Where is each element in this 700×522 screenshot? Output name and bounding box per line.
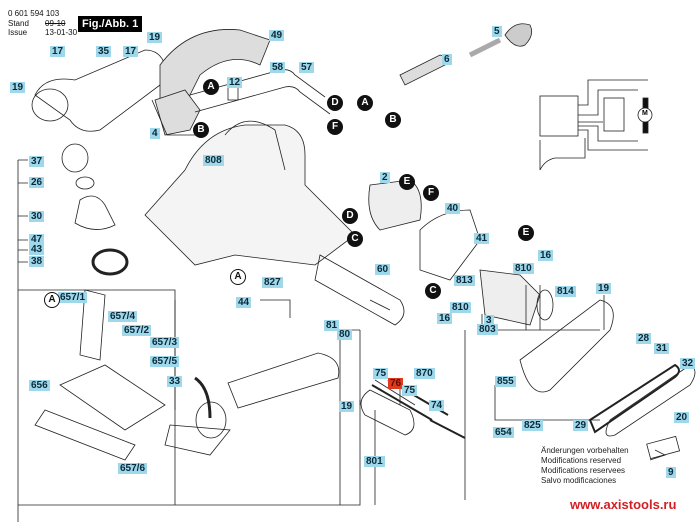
- part-label-37[interactable]: 37: [29, 156, 45, 167]
- figure-title: Fig./Abb. 1: [78, 16, 143, 32]
- part-label-33[interactable]: 33: [167, 376, 183, 387]
- part-label-35[interactable]: 35: [96, 46, 112, 57]
- part-label-28[interactable]: 28: [636, 333, 652, 344]
- motor-symbol: M: [642, 110, 648, 117]
- part-label-16[interactable]: 16: [538, 250, 554, 261]
- part-label-808[interactable]: 808: [203, 155, 224, 166]
- ref-marker-a: A: [203, 79, 219, 95]
- part-label-810[interactable]: 810: [450, 302, 471, 313]
- ref-marker-c: C: [347, 231, 363, 247]
- part-label-47[interactable]: 47: [29, 234, 45, 245]
- part-label-2[interactable]: 2: [380, 172, 390, 183]
- part-label-40[interactable]: 40: [445, 203, 461, 214]
- part-label-49[interactable]: 49: [269, 30, 285, 41]
- ref-marker-b: B: [385, 112, 401, 128]
- part-label-657-6[interactable]: 657/6: [118, 463, 148, 474]
- ref-marker-c: C: [425, 283, 441, 299]
- part-label-12[interactable]: 12: [227, 77, 243, 88]
- ref-marker-f: F: [423, 185, 439, 201]
- part-label-4[interactable]: 4: [150, 128, 160, 139]
- part-label-31[interactable]: 31: [654, 343, 670, 354]
- part-label-17[interactable]: 17: [50, 46, 66, 57]
- part-label-81[interactable]: 81: [324, 320, 340, 331]
- part-label-43[interactable]: 43: [29, 244, 45, 255]
- part-label-20[interactable]: 20: [674, 412, 690, 423]
- part-label-26[interactable]: 26: [29, 177, 45, 188]
- ref-marker-e: E: [399, 174, 415, 190]
- note-line: Modifications reserved: [541, 456, 622, 465]
- ref-marker-b: B: [193, 122, 209, 138]
- website-link[interactable]: www.axistools.ru: [570, 497, 677, 512]
- part-label-41[interactable]: 41: [474, 233, 490, 244]
- part-label-75[interactable]: 75: [373, 368, 389, 379]
- part-label-6[interactable]: 6: [442, 54, 452, 65]
- part-label-654[interactable]: 654: [493, 427, 514, 438]
- stand-value: 09-10: [45, 19, 66, 28]
- part-label-657-5[interactable]: 657/5: [150, 356, 180, 367]
- part-label-19[interactable]: 19: [596, 283, 612, 294]
- part-label-814[interactable]: 814: [555, 286, 576, 297]
- part-label-9[interactable]: 9: [666, 467, 676, 478]
- part-label-657-1[interactable]: 657/1: [58, 292, 88, 303]
- part-label-827[interactable]: 827: [262, 277, 283, 288]
- note-line: Salvo modificaciones: [541, 476, 617, 485]
- part-label-810[interactable]: 810: [513, 263, 534, 274]
- part-label-855[interactable]: 855: [495, 376, 516, 387]
- part-label-19[interactable]: 19: [10, 82, 26, 93]
- part-label-3[interactable]: 3: [484, 315, 494, 326]
- part-label-825[interactable]: 825: [522, 420, 543, 431]
- part-label-38[interactable]: 38: [29, 256, 45, 267]
- ref-marker-f: F: [327, 119, 343, 135]
- part-label-19[interactable]: 19: [339, 401, 355, 412]
- note-line: Modifications reservees: [541, 466, 626, 475]
- part-label-30[interactable]: 30: [29, 211, 45, 222]
- part-label-74[interactable]: 74: [429, 400, 445, 411]
- part-label-32[interactable]: 32: [680, 358, 696, 369]
- part-label-76-highlighted[interactable]: 76: [388, 378, 404, 389]
- part-label-5[interactable]: 5: [492, 26, 502, 37]
- stand-label: Stand: [8, 19, 29, 28]
- part-label-657-3[interactable]: 657/3: [150, 337, 180, 348]
- part-label-75[interactable]: 75: [402, 385, 418, 396]
- part-label-656[interactable]: 656: [29, 380, 50, 391]
- ref-marker-d: D: [327, 95, 343, 111]
- part-label-870[interactable]: 870: [414, 368, 435, 379]
- part-label-80[interactable]: 80: [337, 329, 353, 340]
- part-label-803[interactable]: 803: [477, 324, 498, 335]
- notes-block: Änderungen vorbehalten Modifications res…: [541, 446, 629, 486]
- part-number: 0 601 594 103: [8, 9, 60, 18]
- part-label-19[interactable]: 19: [147, 32, 163, 43]
- part-label-44[interactable]: 44: [236, 297, 252, 308]
- part-label-813[interactable]: 813: [454, 275, 475, 286]
- part-label-657-2[interactable]: 657/2: [122, 325, 152, 336]
- ref-marker-e: E: [518, 225, 534, 241]
- part-label-58[interactable]: 58: [270, 62, 286, 73]
- part-label-29[interactable]: 29: [573, 420, 589, 431]
- dust-adapter-part: [34, 49, 166, 132]
- part-label-17[interactable]: 17: [123, 46, 139, 57]
- ref-marker-a: A: [357, 95, 373, 111]
- ref-marker-d: D: [342, 208, 358, 224]
- ref-marker-a-open: A: [44, 292, 60, 308]
- issue-label: Issue: [8, 28, 28, 37]
- ref-marker-a-open: A: [230, 269, 246, 285]
- note-line: Änderungen vorbehalten: [541, 446, 629, 455]
- part-label-60[interactable]: 60: [375, 264, 391, 275]
- part-label-57[interactable]: 57: [299, 62, 315, 73]
- part-label-657-4[interactable]: 657/4: [108, 311, 138, 322]
- issue-value: 13-01-30: [45, 28, 78, 37]
- part-label-801[interactable]: 801: [364, 456, 385, 467]
- part-label-16[interactable]: 16: [437, 313, 453, 324]
